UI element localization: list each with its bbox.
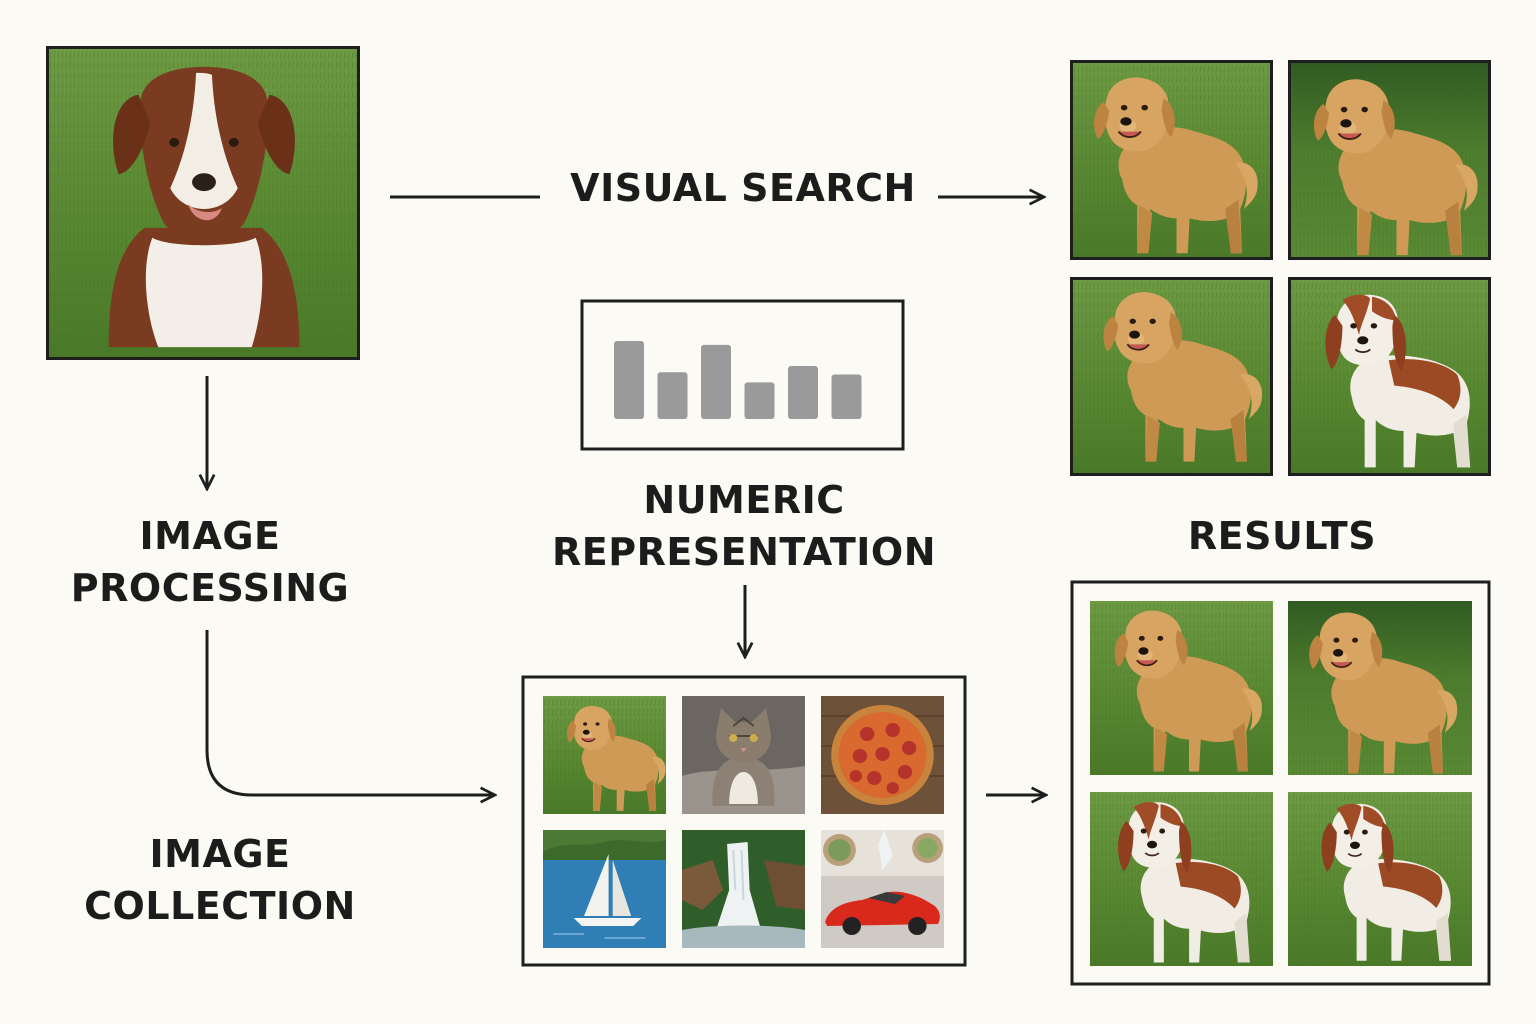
dog-photo-icon [49, 49, 357, 357]
image-processing-line-2: PROCESSING [70, 566, 350, 610]
image-processing-line-1: IMAGE [139, 514, 281, 558]
feature-vector-bars [614, 341, 862, 419]
collection-item-cat [682, 696, 805, 814]
top-result-3 [1070, 277, 1273, 476]
arrow-processing-to-collection [205, 630, 495, 795]
spaniel-icon [1090, 792, 1273, 966]
sailboat-icon [543, 830, 666, 948]
feature-bar-1 [614, 341, 644, 419]
waterfall-icon [682, 830, 805, 948]
final-result-1 [1090, 601, 1273, 775]
numeric-representation-label: NUMERIC REPRESENTATION [552, 474, 936, 578]
query-image [46, 46, 360, 360]
golden-retriever-icon [1291, 63, 1488, 257]
pizza-icon [821, 696, 944, 814]
collection-item-sailboat [543, 830, 666, 948]
golden-retriever-icon [1073, 280, 1270, 473]
collection-item-pizza [821, 696, 944, 814]
final-results-box [1070, 580, 1491, 986]
golden-retriever-icon [1073, 63, 1270, 257]
feature-bar-4 [744, 382, 775, 419]
final-result-3 [1090, 792, 1273, 966]
feature-bar-3 [701, 344, 731, 419]
cat-icon [682, 696, 805, 814]
feature-bar-2 [657, 372, 688, 419]
top-result-4 [1288, 277, 1491, 476]
image-collection-label: IMAGE COLLECTION [60, 828, 380, 932]
numeric-representation-line-2: REPRESENTATION [552, 530, 937, 574]
collection-item-waterfall [682, 830, 805, 948]
spaniel-icon [1288, 792, 1472, 966]
image-processing-label: IMAGE PROCESSING [40, 510, 380, 614]
results-label: RESULTS [1187, 514, 1377, 558]
collection-box [521, 675, 967, 967]
collection-item-sports-car [821, 830, 944, 948]
spaniel-icon [1291, 280, 1488, 473]
visual-search-label: VISUAL SEARCH [570, 166, 916, 210]
sports-car-icon [821, 830, 944, 948]
feature-bar-6 [831, 374, 862, 419]
numeric-representation-line-1: NUMERIC [643, 478, 845, 522]
final-result-4 [1288, 792, 1472, 966]
top-result-2 [1288, 60, 1491, 260]
golden-retriever-icon [1288, 601, 1472, 775]
image-collection-line-1: IMAGE [149, 832, 291, 876]
top-result-1 [1070, 60, 1273, 260]
feature-vector-box [580, 299, 905, 451]
collection-item-golden-retriever [543, 696, 666, 814]
image-collection-line-2: COLLECTION [84, 884, 356, 928]
feature-bar-5 [788, 365, 818, 419]
golden-retriever-icon [1090, 601, 1273, 775]
golden-retriever-icon [543, 696, 666, 814]
final-result-2 [1288, 601, 1472, 775]
